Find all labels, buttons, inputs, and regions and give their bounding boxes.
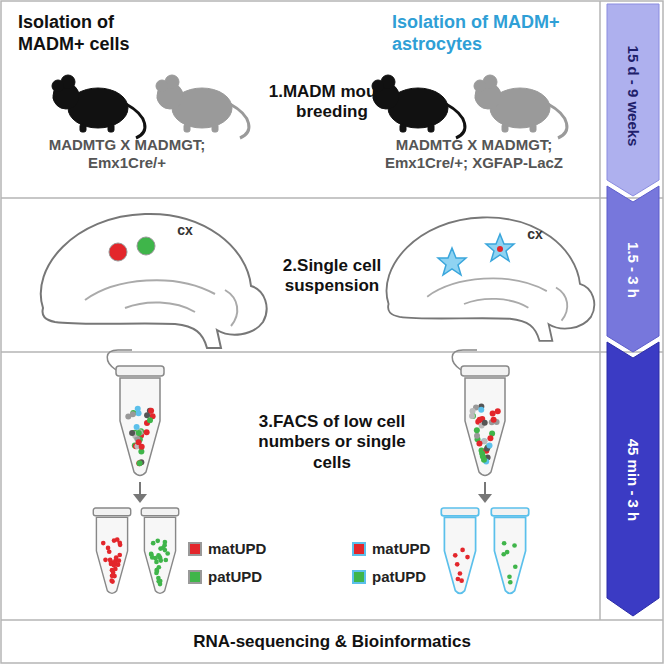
cell-dot [490,411,496,417]
cell-dot [130,411,136,417]
cell-dot [148,408,154,414]
column-heading: Isolation of MADM+ astrocytes [392,12,592,55]
cell-dot [470,413,476,419]
cell-dot [109,578,114,583]
cell-dot [482,420,488,426]
genotype-label: MADMTG X MADMGT; Emx1Cre/+; XGFAP-LacZ [356,136,592,172]
cell-dot [491,417,497,423]
cell-dot [156,565,161,570]
cell-dot [453,553,458,558]
cell-dot [156,579,161,584]
cell-dot [110,573,115,578]
cell-dot [151,541,156,546]
step-band: 3.FACS of low cell numbers or single cel… [0,352,600,620]
cell-dot [474,433,480,439]
cell-dot [110,579,115,584]
cell-dot [459,578,464,583]
cell-dot [513,564,518,569]
cell-dot [163,558,168,563]
cell-dot [476,440,482,446]
step-label: 2.Single cell suspension [258,256,406,297]
step-band: RNA-sequencing & Bioinformatics [0,620,664,664]
legend-text: patUPD [372,568,426,585]
cell-dot [469,413,475,419]
cell-dot [495,408,501,414]
cell-dot [147,417,153,423]
step-band: 2.Single cell suspension [0,198,600,352]
cell-dot [501,552,506,557]
cell-dot [106,546,111,551]
cell-dot [135,406,141,412]
legend-text: patUPD [208,568,262,585]
cell-dot [155,539,160,544]
cell-dot [108,557,113,562]
cell-dot [101,541,106,546]
step-label: RNA-sequencing & Bioinformatics [0,632,664,652]
step-label: 1.MADM mouse breeding [262,82,402,123]
cell-dot [482,438,488,444]
cell-dot [502,541,507,546]
cell-dot [478,407,484,413]
time-label: 15 d - 9 weeks [624,46,642,147]
cell-dot [137,460,143,466]
cell-dot [150,555,155,560]
cell-dot [103,557,108,562]
cell-dot [114,555,119,560]
cell-dot [455,562,460,567]
cell-dot [136,460,142,466]
cell-dot [487,443,493,449]
cell-dot [507,574,512,579]
legend-swatch [352,542,366,556]
column-heading: Isolation of MADM+ cells [18,12,168,55]
legend-item: matUPD [352,540,430,557]
cell-dot [474,427,480,433]
cell-dot [112,563,117,568]
legend-swatch [188,542,202,556]
region-label: cx [170,222,200,239]
cell-dot [512,543,517,548]
cell-dot [458,571,463,576]
cell-dot [465,555,470,560]
cell-dot [136,430,142,436]
cell-dot [144,412,150,418]
legend-swatch [352,570,366,584]
cell-dot [479,450,485,456]
cell-dot [118,542,123,547]
cell-dot [158,558,163,563]
cell-dot [112,538,117,543]
legend-item: patUPD [188,568,262,585]
legend-swatch [188,570,202,584]
genotype-label: MADMTG X MADMGT; Emx1Cre/+ [12,136,242,172]
time-label: 1.5 - 3 h [624,242,642,298]
legend-item: matUPD [188,540,266,557]
cell-dot [144,429,150,435]
cell-dot [460,548,465,553]
cell-dot [116,562,121,567]
legend-text: matUPD [208,540,266,557]
cell-dot [139,444,145,450]
step-label: 3.FACS of low cell numbers or single cel… [248,412,416,473]
cell-dot [477,417,483,423]
cell-dot [129,430,135,436]
cell-dot [165,551,170,556]
legend-item: patUPD [352,568,426,585]
cell-dot [508,580,513,585]
time-label: 45 min - 3 h [624,439,642,522]
cell-dot [134,424,140,430]
legend-text: matUPD [372,540,430,557]
cell-dot [162,543,167,548]
region-label: cx [520,226,550,243]
cell-dot [487,435,493,441]
